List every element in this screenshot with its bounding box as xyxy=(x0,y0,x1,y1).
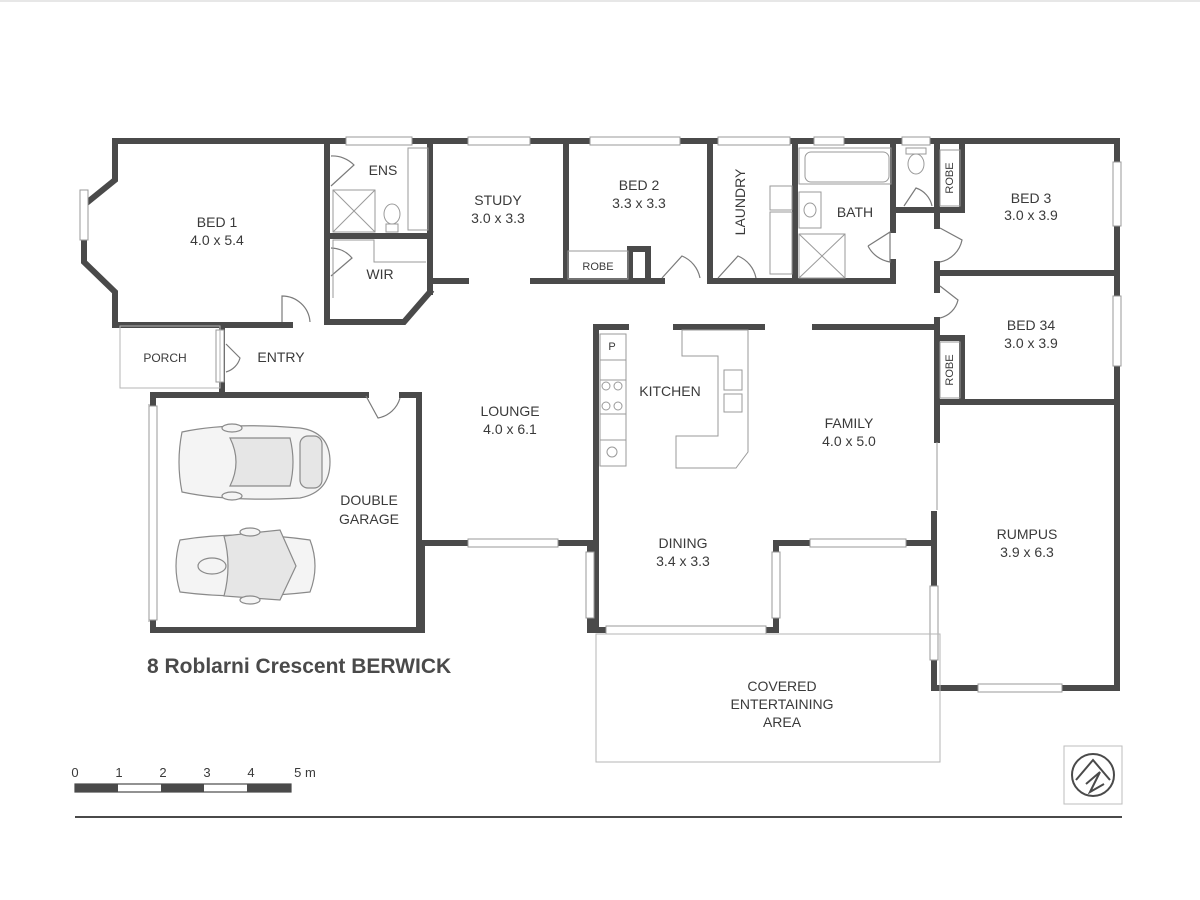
pantry-label: P xyxy=(608,341,615,353)
bed1-size: 4.0 x 5.4 xyxy=(190,232,244,248)
bed34-size: 3.0 x 3.9 xyxy=(1004,335,1058,351)
ens-name: ENS xyxy=(369,162,398,178)
dining-name: DINING xyxy=(659,535,708,551)
scale-tick-4: 4 xyxy=(247,765,254,780)
dining-size: 3.4 x 3.3 xyxy=(656,553,710,569)
bed1-name: BED 1 xyxy=(197,214,238,230)
robe-bed2: ROBE xyxy=(582,261,613,273)
north-arrow-icon xyxy=(1063,745,1123,805)
covered-line1: COVERED xyxy=(747,678,816,694)
bed3-size: 3.0 x 3.9 xyxy=(1004,207,1058,223)
bed3-name: BED 3 xyxy=(1011,190,1052,206)
fixtures xyxy=(148,147,961,622)
covered-area-outline xyxy=(595,633,941,763)
porch-name: PORCH xyxy=(143,351,186,365)
doors xyxy=(225,155,963,419)
covered-line2: ENTERTAINING xyxy=(731,696,834,712)
rumpus-name: RUMPUS xyxy=(997,526,1058,542)
scale-tick-2: 2 xyxy=(159,765,166,780)
scale-tick-0: 0 xyxy=(71,765,78,780)
car-icon xyxy=(178,423,331,501)
bath-name: BATH xyxy=(837,204,873,220)
scale-tick-5: 5 m xyxy=(294,765,316,780)
study-size: 3.0 x 3.3 xyxy=(471,210,525,226)
scale-tick-3: 3 xyxy=(203,765,210,780)
family-name: FAMILY xyxy=(825,415,874,431)
car-icon xyxy=(175,527,316,605)
kitchen-name: KITCHEN xyxy=(639,383,700,399)
scale-bar: 0 1 2 3 4 5 m xyxy=(71,765,316,793)
lounge-size: 4.0 x 6.1 xyxy=(483,421,537,437)
scale-tick-1: 1 xyxy=(115,765,122,780)
garage-name-line2: GARAGE xyxy=(339,511,399,527)
bed34-name: BED 34 xyxy=(1007,317,1055,333)
robe-bed34: ROBE xyxy=(944,354,956,385)
address-title: 8 Roblarni Crescent BERWICK xyxy=(147,655,451,678)
covered-line3: AREA xyxy=(763,714,802,730)
study-name: STUDY xyxy=(474,192,522,208)
bed2-size: 3.3 x 3.3 xyxy=(612,195,666,211)
lounge-name: LOUNGE xyxy=(480,403,539,419)
rumpus-size: 3.9 x 6.3 xyxy=(1000,544,1054,560)
family-size: 4.0 x 5.0 xyxy=(822,433,876,449)
laundry-name: LAUNDRY xyxy=(732,168,748,235)
robe-bed3: ROBE xyxy=(944,162,956,193)
porch-outline xyxy=(119,325,221,389)
garage-name-line1: DOUBLE xyxy=(340,492,398,508)
entry-name: ENTRY xyxy=(257,349,305,365)
bed2-name: BED 2 xyxy=(619,177,660,193)
wir-name: WIR xyxy=(366,266,393,282)
windows xyxy=(79,136,1122,693)
